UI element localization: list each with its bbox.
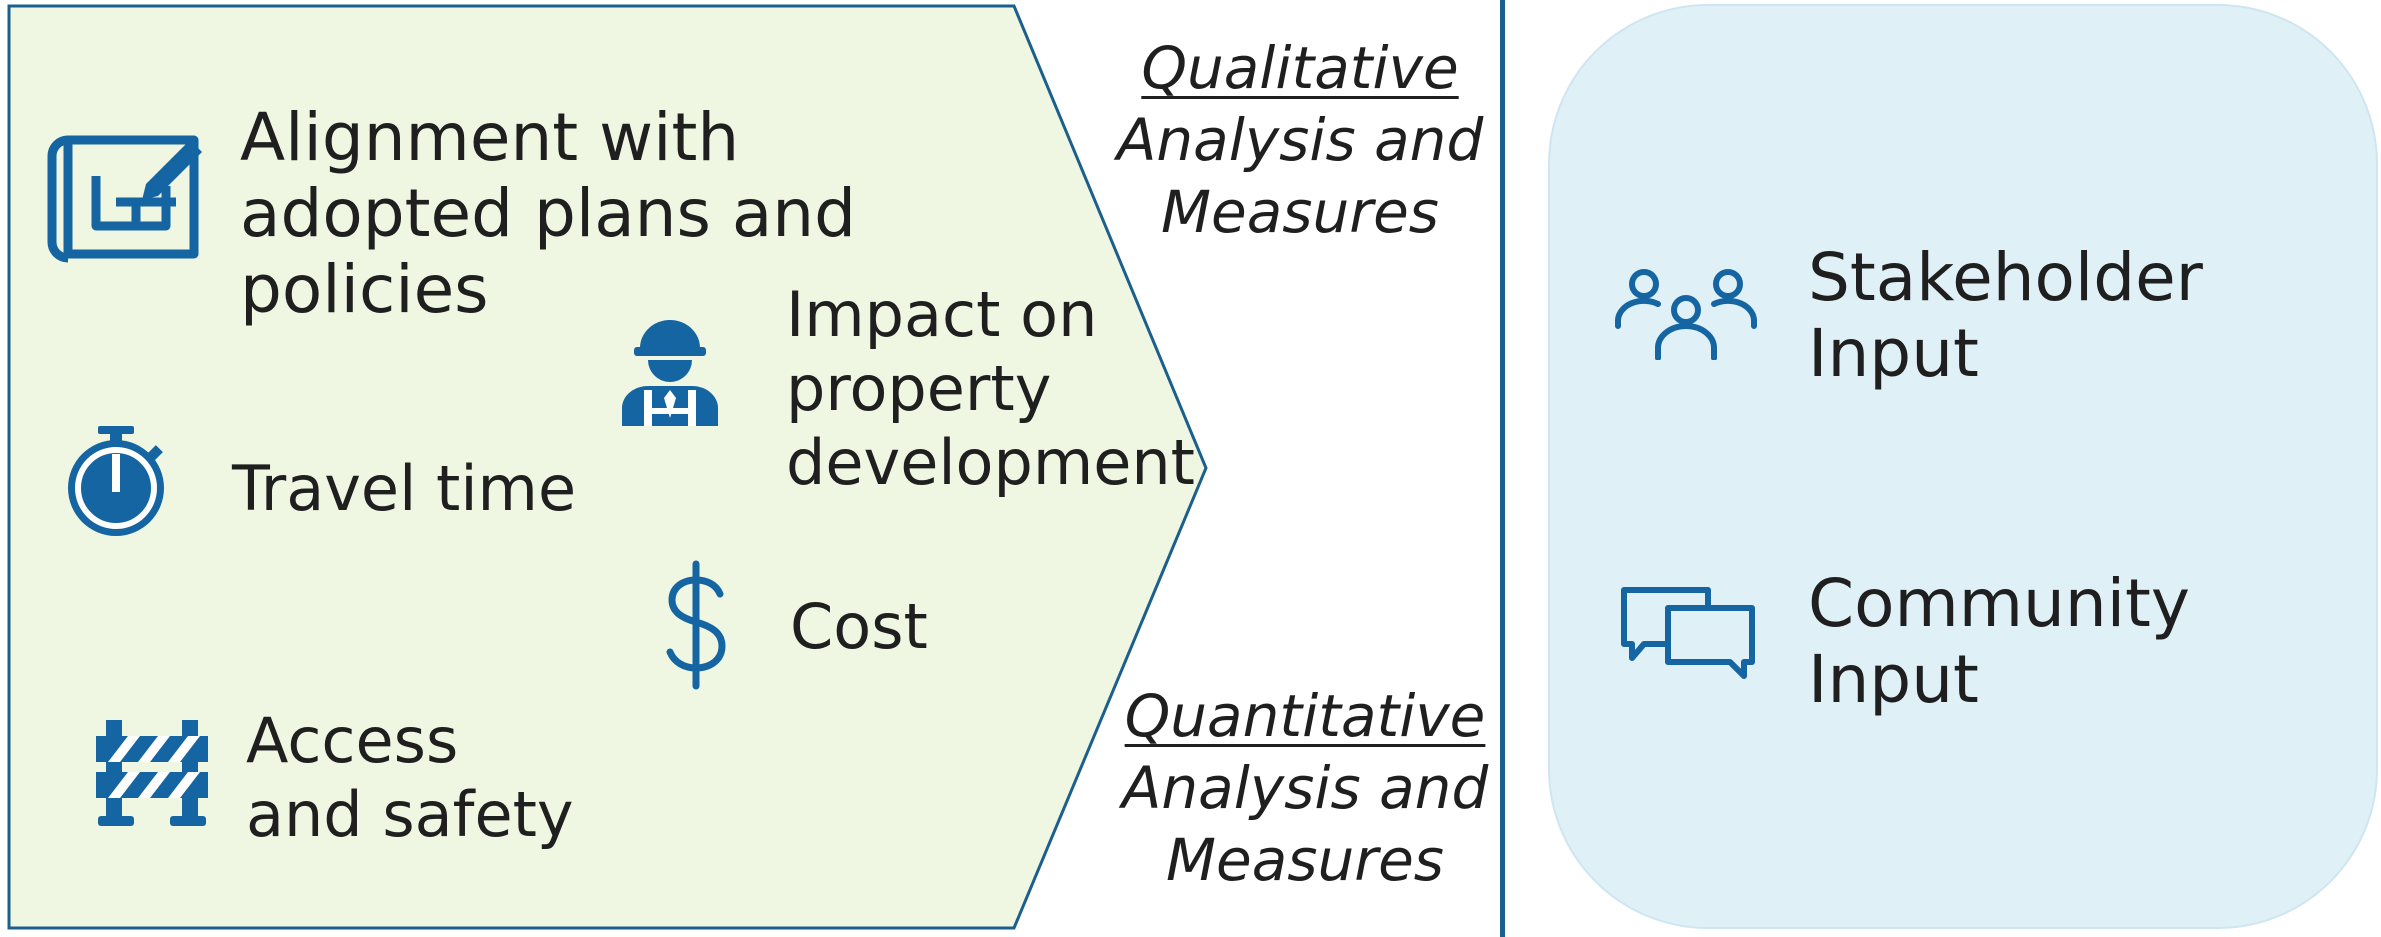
factor-cost-label: Cost — [790, 590, 928, 663]
blueprint-icon — [46, 126, 202, 266]
dollar-icon — [660, 560, 732, 690]
construction-worker-icon — [618, 314, 722, 426]
barricade-icon — [94, 718, 210, 828]
qualitative-subtitle: Analysis and Measures — [1116, 106, 1484, 246]
stakeholder-input-label: Stakeholder Input — [1808, 239, 2203, 392]
chat-bubbles-icon — [1618, 584, 1758, 680]
quantitative-subtitle: Analysis and Measures — [1121, 754, 1489, 894]
factor-access-label: Access and safety — [246, 704, 574, 851]
quantitative-measures-label: Quantitative Analysis and Measures — [1115, 680, 1495, 896]
factor-property-label: Impact on property development — [786, 278, 1195, 499]
factors-chevron-panel — [7, 4, 1208, 930]
qualitative-title: Qualitative — [1141, 34, 1459, 102]
stopwatch-icon — [64, 424, 168, 538]
factor-alignment-label: Alignment with adopted plans and policie… — [240, 99, 857, 328]
community-input-label: Community Input — [1808, 565, 2190, 718]
quantitative-title: Quantitative — [1124, 682, 1486, 750]
factor-travel-label: Travel time — [232, 452, 577, 525]
qualitative-measures-label: Qualitative Analysis and Measures — [1110, 32, 1490, 248]
people-group-icon — [1614, 268, 1760, 360]
input-panel — [1548, 4, 2378, 929]
divider-line — [1500, 0, 1505, 937]
